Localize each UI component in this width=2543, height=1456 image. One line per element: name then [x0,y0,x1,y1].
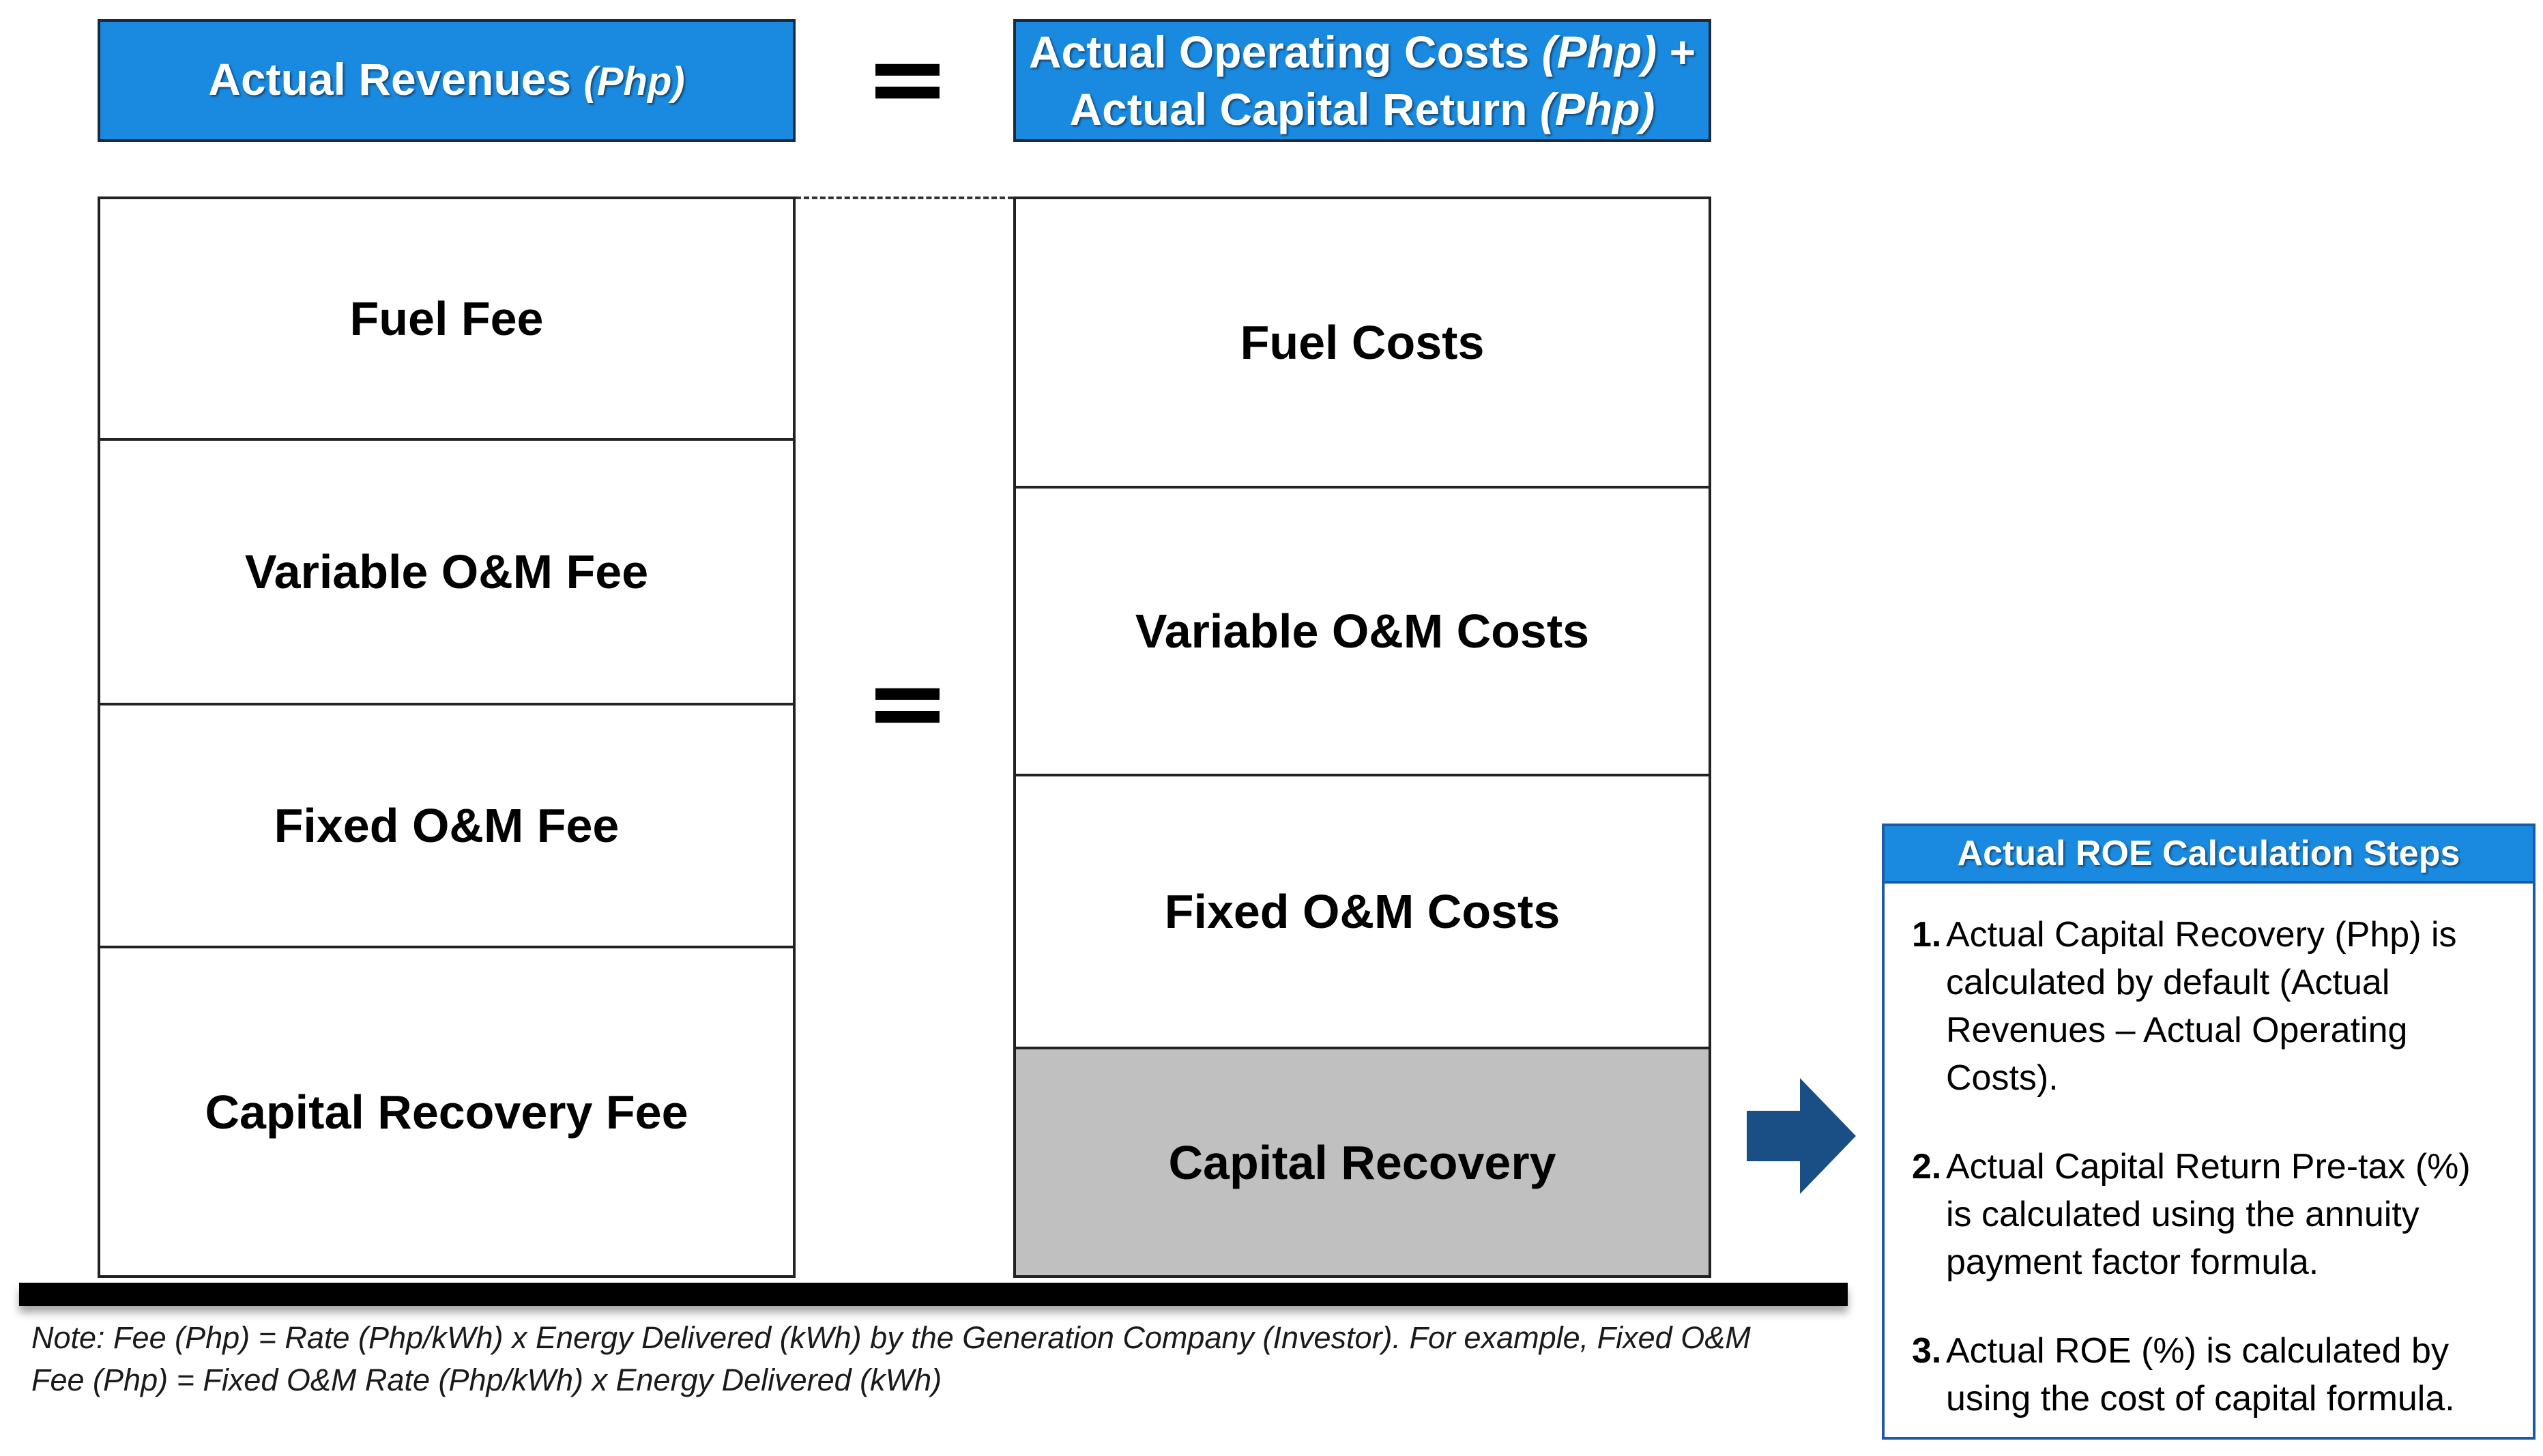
cell-variable-om-fee: Variable O&M Fee [100,441,793,705]
roe-step-2: 2. Actual Capital Return Pre-tax (%) is … [1912,1143,2505,1286]
roe-steps-list: 1. Actual Capital Recovery (Php) is calc… [1885,884,2533,1423]
roe-steps-title: Actual ROE Calculation Steps [1885,826,2533,884]
roe-step-2-text: Actual Capital Return Pre-tax (%) is cal… [1946,1147,2471,1282]
right-arrow-icon [1747,1078,1856,1194]
header-actual-revenues-unit: (Php) [583,59,685,104]
cell-fixed-om-costs: Fixed O&M Costs [1016,776,1709,1049]
dashed-connector [796,196,1013,199]
cell-fixed-om-fee: Fixed O&M Fee [100,705,793,948]
cell-capital-recovery: Capital Recovery [1016,1049,1709,1275]
header-operating-costs-unit: (Php) [1541,27,1657,77]
cell-capital-recovery-fee: Capital Recovery Fee [205,1085,688,1139]
roe-step-1-text: Actual Capital Recovery (Php) is calcula… [1946,915,2457,1098]
cell-fuel-fee: Fuel Fee [100,199,793,441]
header-capital-return-unit: (Php) [1539,84,1655,134]
roe-step-1: 1. Actual Capital Recovery (Php) is calc… [1912,911,2505,1102]
header-plus-sign: + [1657,27,1696,77]
revenues-column: Fuel Fee Variable O&M Fee Fixed O&M Fee … [98,196,796,1278]
footnote-line-1: Note: Fee (Php) = Rate (Php/kWh) x Energ… [31,1320,1751,1355]
base-line [19,1283,1848,1306]
footnote-line-2: Fee (Php) = Fixed O&M Rate (Php/kWh) x E… [31,1363,942,1397]
header-operating-costs-capital-return: Actual Operating Costs (Php) + Actual Ca… [1013,19,1711,142]
header-capital-return-text: Actual Capital Return [1069,84,1528,134]
cell-fuel-costs: Fuel Costs [1016,199,1709,489]
costs-column: Fuel Costs Variable O&M Costs Fixed O&M … [1013,196,1711,1278]
equals-sign-middle: = [864,643,950,762]
header-actual-revenues-text: Actual Revenues [208,54,572,104]
equals-sign-top: = [864,19,950,138]
cell-variable-om-costs: Variable O&M Costs [1016,489,1709,776]
roe-step-3-text: Actual ROE (%) is calculated by using th… [1946,1331,2455,1418]
roe-step-2-number: 2. [1912,1147,1942,1186]
roe-step-1-number: 1. [1912,915,1942,955]
header-actual-revenues: Actual Revenues (Php) [98,19,796,142]
roe-step-3-number: 3. [1912,1331,1942,1371]
footnote: Note: Fee (Php) = Rate (Php/kWh) x Energ… [31,1317,1846,1401]
header-operating-costs-text: Actual Operating Costs [1028,27,1530,77]
roe-step-3: 3. Actual ROE (%) is calculated by using… [1912,1327,2505,1423]
roe-steps-panel: Actual ROE Calculation Steps 1. Actual C… [1882,824,2535,1440]
